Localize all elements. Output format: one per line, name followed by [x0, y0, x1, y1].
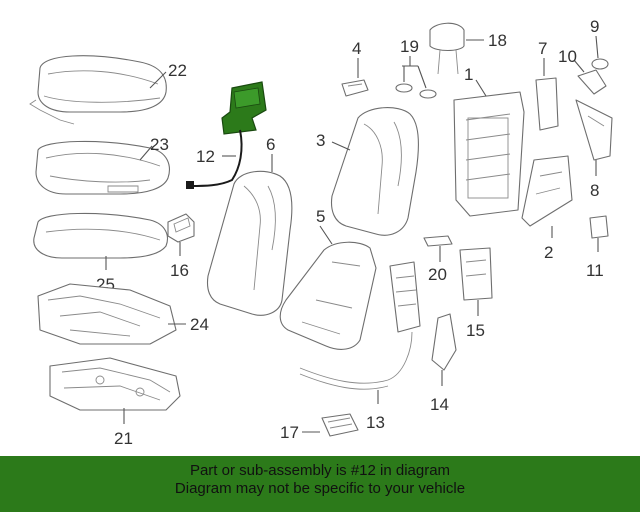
callout-12[interactable]: 12 — [196, 147, 215, 166]
part-3-back-rear-cover[interactable] — [330, 107, 420, 236]
callout-3[interactable]: 3 — [316, 131, 325, 150]
part-12-module-highlighted[interactable] — [186, 81, 267, 189]
callout-17[interactable]: 17 — [280, 423, 299, 442]
callout-14[interactable]: 14 — [430, 395, 449, 414]
part-15-module[interactable] — [459, 247, 493, 301]
callout-20[interactable]: 20 — [428, 265, 447, 284]
callout-1[interactable]: 1 — [464, 65, 473, 84]
part-22-cushion-cover[interactable] — [29, 55, 167, 125]
callout-6[interactable]: 6 — [266, 135, 275, 154]
seat-parts-diagram: 22 23 25 16 24 21 — [29, 17, 613, 448]
callout-22[interactable]: 22 — [168, 61, 187, 80]
callout-18[interactable]: 18 — [488, 31, 507, 50]
part-25-cushion-insulator[interactable] — [33, 212, 168, 259]
callout-13[interactable]: 13 — [366, 413, 385, 432]
callout-16[interactable]: 16 — [170, 261, 189, 280]
part-8-side-shield[interactable] — [575, 99, 613, 161]
banner-line-2: Diagram may not be specific to your vehi… — [174, 480, 466, 497]
part-2-recliner[interactable] — [521, 155, 573, 227]
part-6-back-cover[interactable] — [206, 170, 293, 316]
part-16-clip[interactable] — [167, 213, 195, 243]
callout-24[interactable]: 24 — [190, 315, 209, 334]
part-11-switch[interactable] — [589, 215, 609, 239]
part-7-recliner-cover[interactable] — [535, 77, 559, 131]
callout-11[interactable]: 11 — [586, 261, 604, 280]
part-19-headrest-guides[interactable] — [395, 83, 437, 99]
part-18-headrest[interactable] — [429, 22, 465, 75]
part-17-switch[interactable] — [321, 413, 359, 437]
part-10-knob[interactable] — [577, 69, 607, 95]
callout-7[interactable]: 7 — [538, 39, 547, 58]
part-21-base-frame[interactable] — [49, 357, 181, 411]
callout-5[interactable]: 5 — [316, 207, 325, 226]
part-20-bracket[interactable] — [423, 235, 453, 247]
part-9-cap[interactable] — [591, 58, 609, 70]
callout-15[interactable]: 15 — [466, 321, 485, 340]
part-13-harness[interactable] — [299, 261, 421, 390]
callout-10[interactable]: 10 — [558, 47, 577, 66]
callout-23[interactable]: 23 — [150, 135, 169, 154]
callout-19[interactable]: 19 — [400, 37, 419, 56]
callout-21[interactable]: 21 — [114, 429, 133, 448]
callout-8[interactable]: 8 — [590, 181, 599, 200]
callout-4[interactable]: 4 — [352, 39, 361, 58]
callout-2[interactable]: 2 — [544, 243, 553, 262]
banner-line-1: Part or sub-assembly is #12 in diagram — [189, 462, 451, 479]
part-5-back-panel[interactable] — [279, 241, 377, 350]
part-14-side-trim[interactable] — [431, 313, 457, 371]
part-24-seat-frame[interactable] — [37, 283, 177, 345]
footer-banner: Part or sub-assembly is #12 in diagram D… — [0, 456, 640, 512]
callout-9[interactable]: 9 — [590, 17, 599, 36]
part-4-bracket[interactable] — [341, 79, 369, 97]
part-23-cushion-pad[interactable] — [35, 140, 170, 195]
part-1-back-frame[interactable] — [453, 91, 525, 217]
